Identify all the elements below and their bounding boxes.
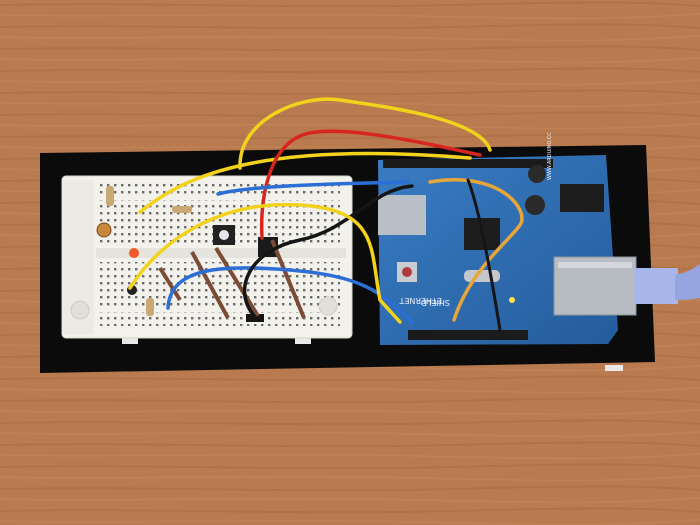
photoresistor xyxy=(96,222,112,238)
yellow-wire-bottom xyxy=(128,202,402,324)
arduino-website-label: WWW.ARDUINO.CC xyxy=(547,132,553,180)
yellow-wire-left xyxy=(138,151,472,214)
resistor-3 xyxy=(146,298,154,316)
shield-label-shield: SHIELD xyxy=(421,298,450,307)
black-wire xyxy=(242,184,414,320)
shield-label-ethernet: ETHERNET xyxy=(399,296,442,305)
yellow-wire-top xyxy=(238,97,492,170)
usb-cable xyxy=(634,264,700,304)
blue-wire-top xyxy=(216,180,410,196)
breadboard xyxy=(61,175,353,339)
capacitor xyxy=(528,165,546,183)
red-wire xyxy=(259,129,482,240)
blue-wire-bottom xyxy=(166,266,414,324)
red-led xyxy=(129,248,139,258)
orange-wire xyxy=(428,178,524,322)
sd-card-slot xyxy=(378,195,426,235)
crystal xyxy=(464,270,500,282)
status-led xyxy=(509,297,515,303)
resistor-2 xyxy=(172,206,192,213)
resistor-1 xyxy=(106,186,114,206)
black-wire-right xyxy=(466,178,502,332)
jumper-wires xyxy=(128,97,524,332)
